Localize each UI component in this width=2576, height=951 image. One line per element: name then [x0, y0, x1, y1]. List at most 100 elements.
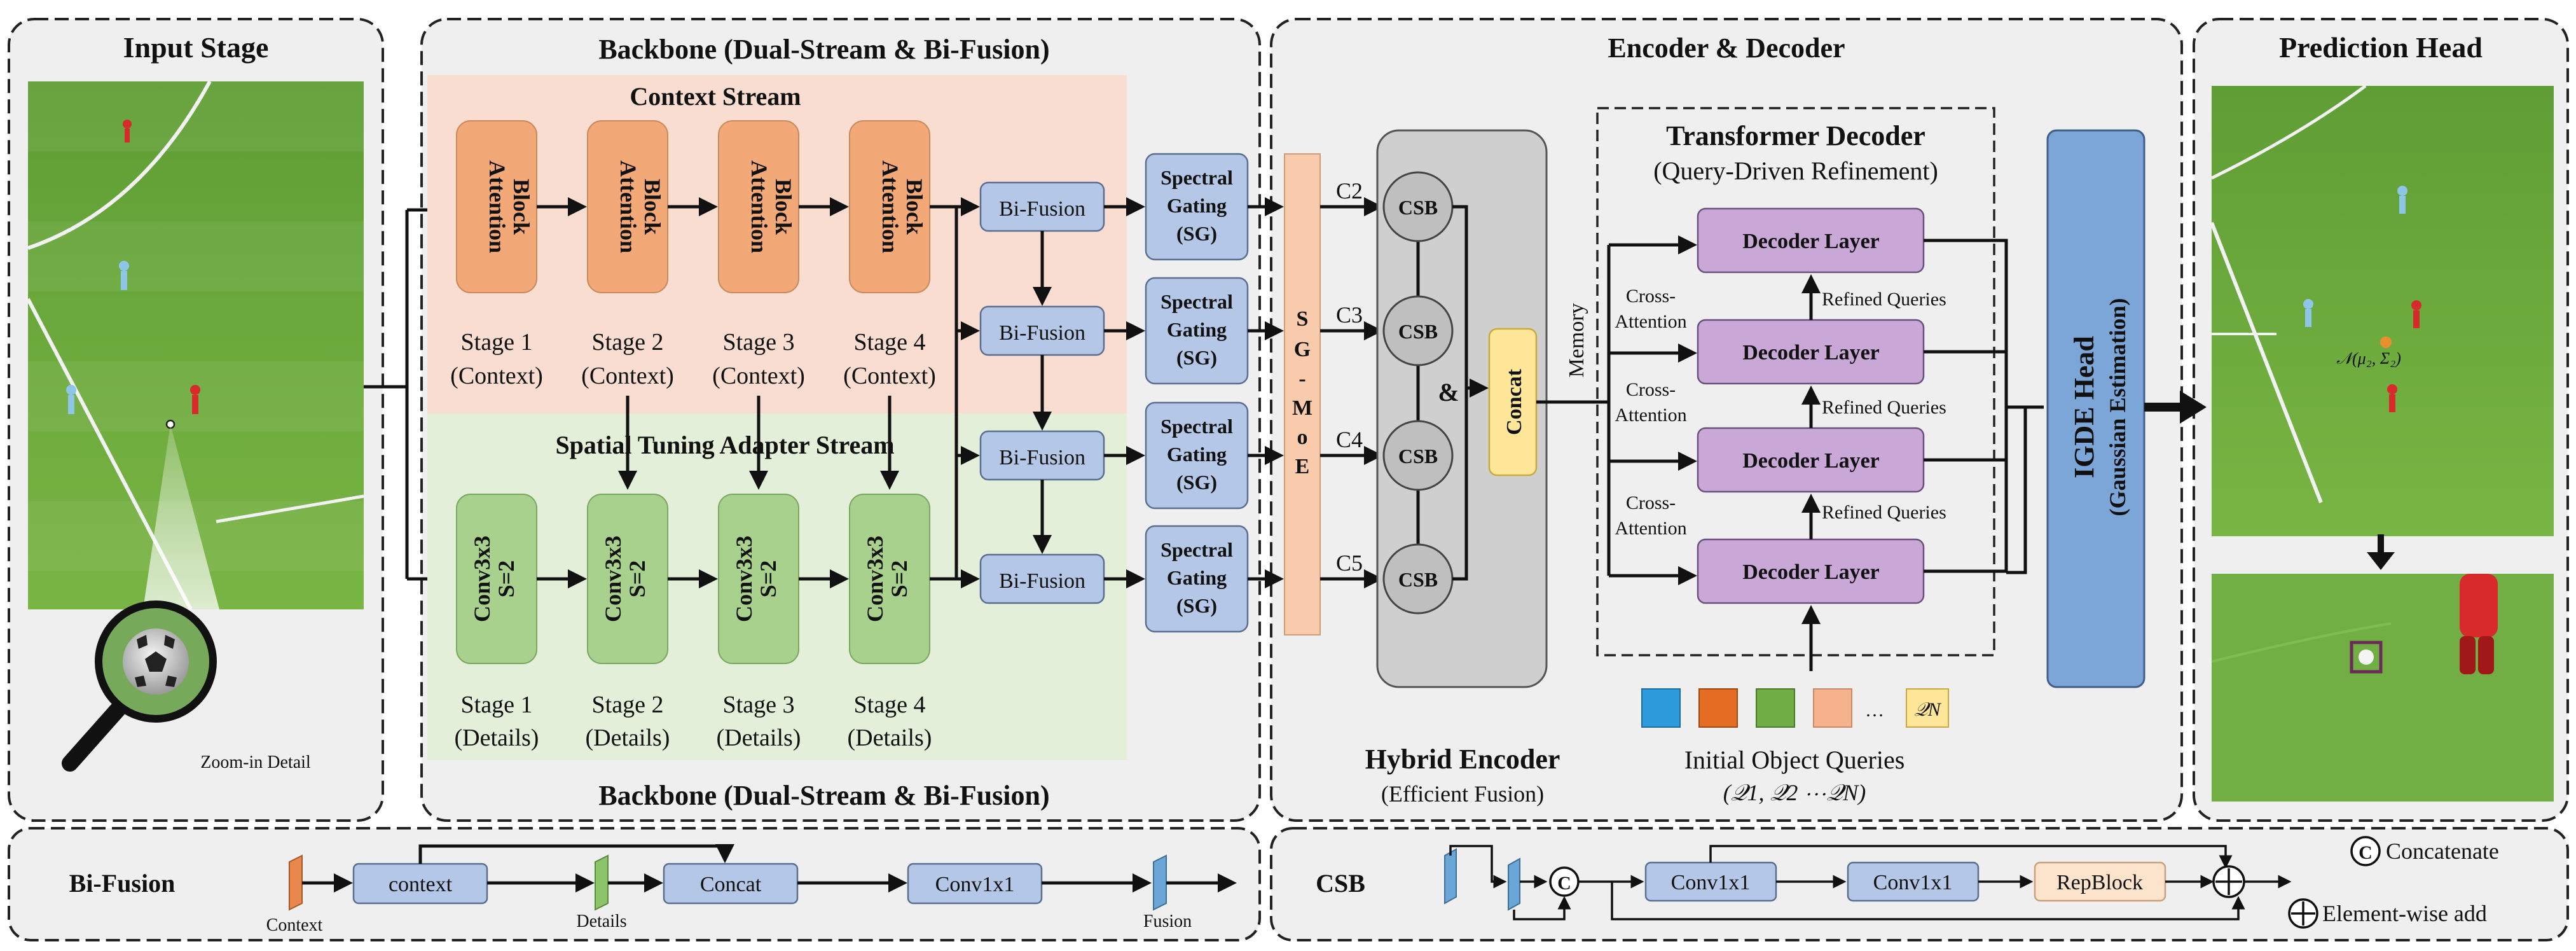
add-symbol-icon [2212, 865, 2245, 898]
flow-arrow [1611, 882, 2245, 920]
scale-label: C3 [1336, 302, 1363, 328]
sgmoe-letter: S [1297, 307, 1309, 331]
player-marker [66, 385, 76, 395]
repblock-box: RepBlock [2034, 861, 2166, 902]
conv-block: Conv3x3 S=2 [718, 494, 799, 664]
sg-label: (SG) [1176, 471, 1217, 494]
conv-block-label: Conv3x3 [600, 536, 626, 622]
fusion-caption: Fusion [1143, 912, 1192, 931]
gaussian-label: 𝒩(μ₂, Σ₂) [2336, 349, 2401, 368]
details-stage-sublabel: (Details) [848, 725, 932, 751]
csb-label: CSB [1398, 568, 1438, 591]
attention-block: Attention Block [718, 120, 799, 293]
details-stage-label: Stage 1 [461, 691, 533, 718]
concat-box: Concat [1488, 328, 1538, 476]
cross-attention-label: Attention [1615, 311, 1686, 332]
details-stage-label: Stage 3 [723, 691, 795, 718]
context-stage-sublabel: (Context) [843, 363, 936, 389]
ball-detection-box [2350, 641, 2383, 674]
csb-node: CSB [1382, 295, 1454, 366]
memory-bus [1536, 235, 1697, 585]
concat-box-detail: Concat [663, 863, 799, 905]
zoom-beam [143, 424, 219, 609]
query-n-label: 𝒬N [1914, 699, 1942, 720]
spatial-stream-title: Spatial Tuning Adapter Stream [555, 431, 894, 459]
conv-block-label: S=2 [493, 560, 519, 598]
player-marker [2303, 299, 2313, 309]
initial-queries-formula: (𝒬1, 𝒬2 ⋯𝒬N) [1723, 780, 1866, 805]
csb-conv1x1-box: Conv1x1 [1847, 861, 1980, 902]
spectral-gating-box: Spectral Gating (SG) [1145, 401, 1249, 510]
csb-label: CSB [1398, 320, 1438, 343]
details-stage-label: Stage 2 [592, 691, 664, 718]
igde-title: IGDE Head [2069, 336, 2100, 478]
zoom-label: Zoom-in Detail [200, 753, 311, 772]
prediction-zoom-image [2211, 574, 2554, 802]
backbone-title: Backbone (Dual-Stream & Bi-Fusion) [598, 34, 1049, 65]
scale-label: C4 [1336, 427, 1363, 452]
player-marker [2411, 300, 2421, 310]
query-square [1756, 688, 1795, 728]
legend-add-label: Element-wise add [2322, 901, 2487, 926]
attention-block-label: Block [902, 179, 927, 235]
repblock-label: RepBlock [2056, 871, 2143, 894]
fusion-feature-icon [1153, 854, 1167, 911]
bifusion-box: Bi-Fusion [979, 181, 1105, 232]
prediction-head-title: Prediction Head [2279, 31, 2483, 64]
decoder-layer: Decoder Layer [1697, 427, 1925, 493]
csb-conv-label: Conv1x1 [1671, 871, 1751, 894]
gaussian-prediction-dot [2380, 337, 2392, 348]
legend-concat: C Concatenate [2350, 836, 2499, 866]
details-stage-sublabel: (Details) [586, 725, 670, 751]
scale-label: C2 [1336, 178, 1363, 204]
csb-label: CSB [1398, 196, 1438, 219]
conv-block-label: S=2 [624, 560, 650, 598]
sg-label: Spectral [1161, 415, 1233, 438]
decoder-output-bus [1924, 239, 2044, 574]
player-marker [123, 120, 132, 128]
sg-label: Gating [1167, 443, 1227, 466]
query-ellipsis: … [1865, 700, 1884, 721]
decoder-layer: Decoder Layer [1697, 538, 1925, 604]
context-box-label: context [389, 873, 453, 896]
hybrid-encoder-title: Hybrid Encoder [1365, 744, 1560, 775]
memory-label: Memory [1565, 303, 1588, 377]
player-marker [2460, 574, 2498, 637]
skip-arrow [1709, 845, 2233, 869]
input-field-image [26, 80, 364, 611]
conv-block-label: S=2 [755, 560, 781, 598]
context-stage-label: Stage 2 [592, 329, 664, 356]
decoder-layer: Decoder Layer [1697, 207, 1925, 274]
sg-label: Gating [1167, 566, 1227, 589]
details-stage-sublabel: (Details) [455, 725, 539, 751]
fusion-bus [954, 207, 980, 579]
cross-attention-label: Attention [1615, 518, 1686, 539]
query-square [1641, 688, 1681, 728]
context-caption: Context [266, 915, 323, 935]
spectral-gating-box: Spectral Gating (SG) [1145, 153, 1249, 261]
ampersand-symbol: & [1438, 378, 1459, 406]
legend-concat-label: Concatenate [2386, 838, 2499, 864]
context-box: context [352, 863, 488, 905]
conv-block: Conv3x3 S=2 [587, 494, 668, 664]
refined-queries-label: Refined Queries [1822, 397, 1946, 418]
zoom-arrow-head [2367, 552, 2395, 570]
hybrid-encoder-subtitle: (Efficient Fusion) [1381, 781, 1544, 807]
conv-block: Conv3x3 S=2 [849, 494, 930, 664]
spectral-gating-box: Spectral Gating (SG) [1145, 525, 1249, 633]
attention-block-label: Block [771, 179, 796, 235]
cross-attention-label: Cross- [1626, 286, 1676, 307]
flow-arrow [1513, 896, 1571, 920]
concat-symbol-label: C [1557, 873, 1571, 894]
feature-icon [1508, 857, 1520, 911]
encoder-decoder-title: Encoder & Decoder [1608, 32, 1845, 64]
conv-block-label: Conv3x3 [731, 536, 757, 622]
initial-queries-title: Initial Object Queries [1684, 746, 1905, 774]
csb-conv1x1-box: Conv1x1 [1644, 861, 1777, 902]
sg-label: (SG) [1176, 594, 1217, 617]
bifusion-label: Bi-Fusion [999, 446, 1085, 469]
sgmoe-letter: E [1295, 455, 1310, 478]
query-square [1813, 688, 1852, 728]
context-feature-icon [289, 854, 303, 911]
